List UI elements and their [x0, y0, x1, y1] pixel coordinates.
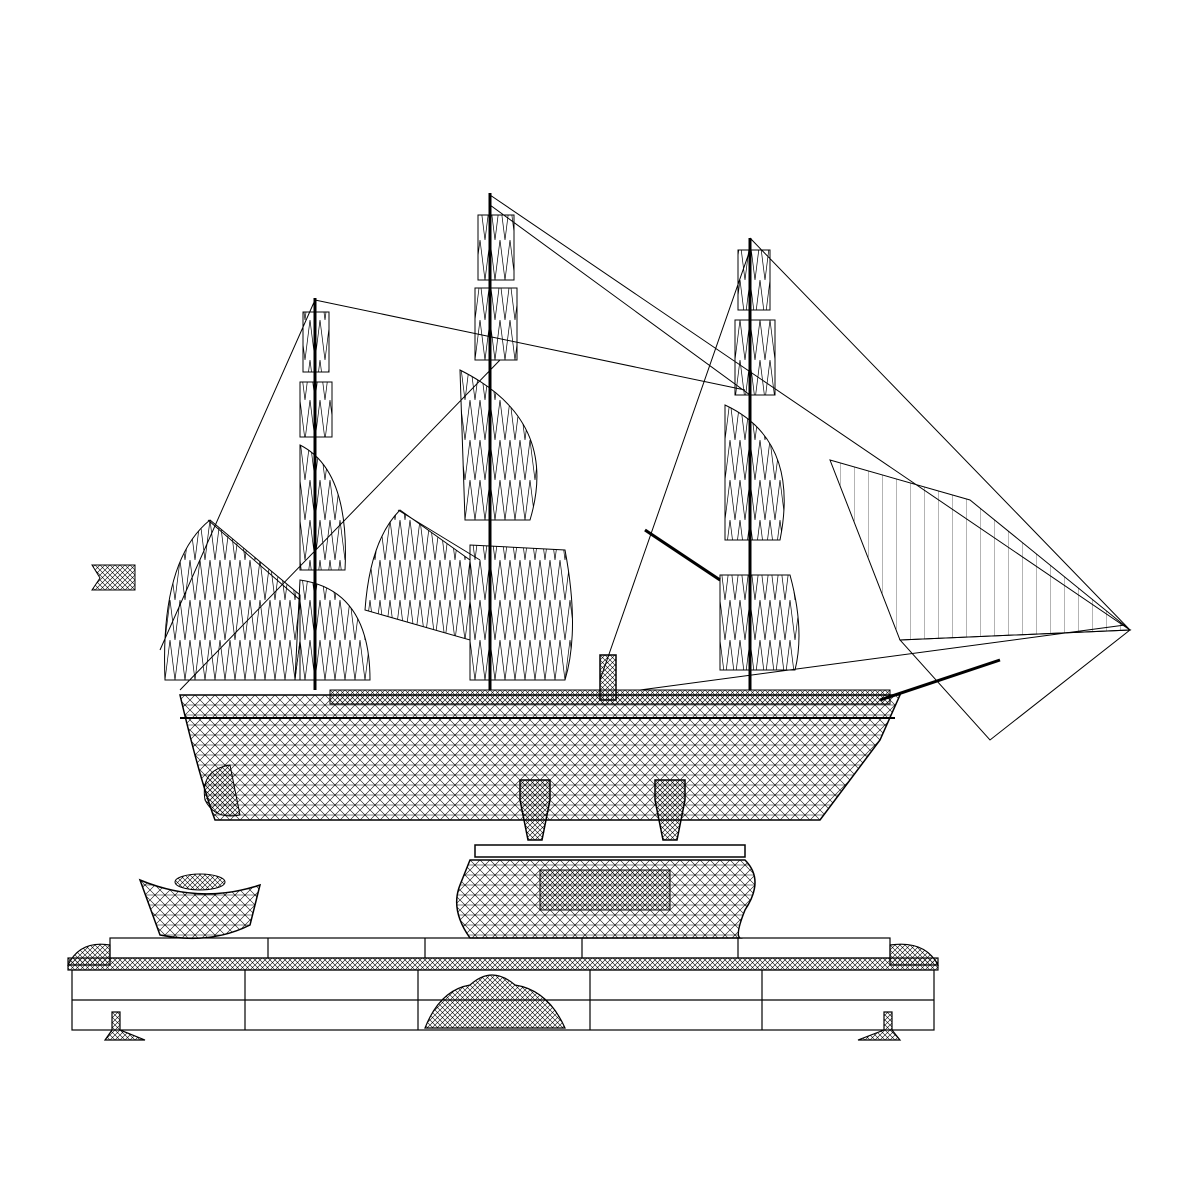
- mainmast: [364, 193, 573, 690]
- flag: [91, 564, 136, 591]
- display-base: [67, 937, 939, 1041]
- ingot-bowl: [138, 873, 262, 940]
- mizzenmast: [644, 238, 800, 690]
- hull: [179, 658, 1001, 821]
- foremast: [164, 298, 371, 690]
- jib-sails: [829, 459, 1132, 741]
- ship-stand: [455, 779, 756, 939]
